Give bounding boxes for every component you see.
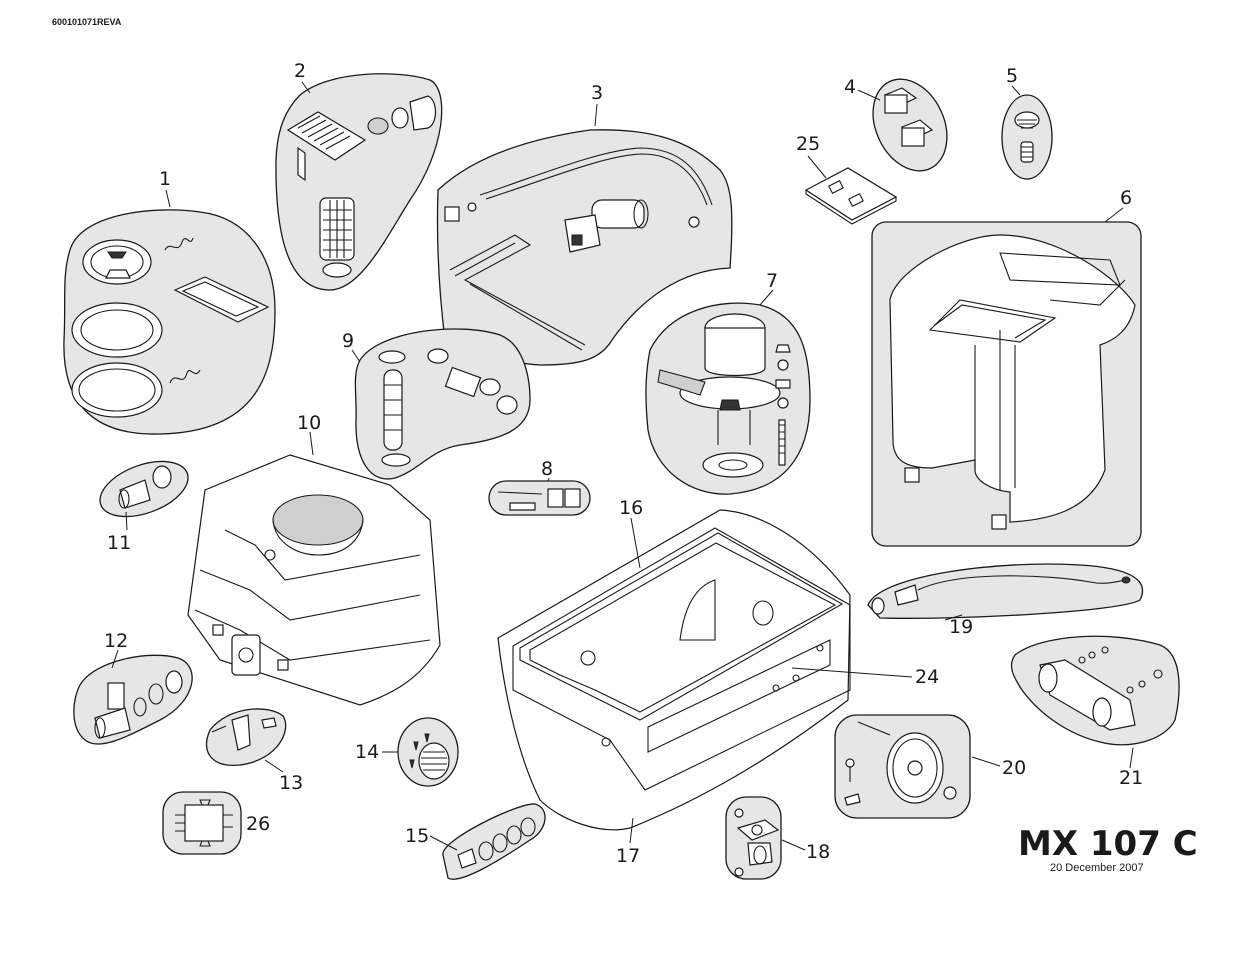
- callout-5: 5: [1006, 65, 1018, 87]
- part-group-4: [872, 78, 948, 172]
- part-group-16-17-base: [497, 509, 851, 831]
- leader-lines: [111, 81, 1134, 851]
- callout-3: 3: [591, 82, 603, 104]
- callout-12: 12: [104, 630, 128, 652]
- callout-20: 20: [1002, 757, 1026, 779]
- part-group-8: [488, 480, 591, 516]
- part-group-20: [834, 714, 971, 819]
- part-group-1: [63, 209, 276, 435]
- callout-15: 15: [405, 825, 429, 847]
- callout-8: 8: [541, 458, 553, 480]
- part-group-12: [73, 654, 193, 745]
- callout-24: 24: [915, 666, 939, 688]
- callout-21: 21: [1119, 767, 1143, 789]
- document-code: 600101071REVA: [52, 17, 122, 27]
- callout-9: 9: [342, 330, 354, 352]
- part-group-7: [645, 302, 811, 495]
- callout-13: 13: [279, 772, 303, 794]
- diagram-date: 20 December 2007: [1050, 862, 1144, 874]
- callout-1: 1: [159, 168, 171, 190]
- callout-14: 14: [355, 741, 379, 763]
- callout-17: 17: [616, 845, 640, 867]
- part-group-6: [871, 221, 1142, 547]
- callout-numbers: 1 2 3 4 5 6 7 8 9 10 11 12 13 14 15 16 1…: [104, 60, 1143, 867]
- callout-11: 11: [107, 532, 131, 554]
- part-group-5: [1001, 94, 1053, 180]
- part-group-15: [442, 803, 546, 880]
- part-group-3: [436, 129, 733, 366]
- callout-18: 18: [806, 841, 830, 863]
- callout-25: 25: [796, 133, 820, 155]
- callout-6: 6: [1120, 187, 1132, 209]
- part-group-18: [725, 796, 782, 880]
- callout-16: 16: [619, 497, 643, 519]
- part-group-10: [187, 454, 441, 706]
- callout-26: 26: [246, 813, 270, 835]
- callout-19: 19: [949, 616, 973, 638]
- callout-7: 7: [766, 270, 778, 292]
- part-group-11: [99, 460, 189, 518]
- model-name: MX 107 C: [1018, 824, 1198, 864]
- part-group-25: [804, 167, 898, 225]
- part-group-21: [1010, 635, 1180, 746]
- callout-2: 2: [294, 60, 306, 82]
- callout-4: 4: [844, 76, 856, 98]
- part-group-19: [867, 563, 1144, 619]
- part-group-2: [275, 73, 443, 291]
- part-group-9: [354, 328, 531, 480]
- part-group-26: [162, 791, 242, 855]
- part-group-13: [205, 708, 287, 766]
- callout-10: 10: [297, 412, 321, 434]
- part-group-14: [397, 717, 459, 787]
